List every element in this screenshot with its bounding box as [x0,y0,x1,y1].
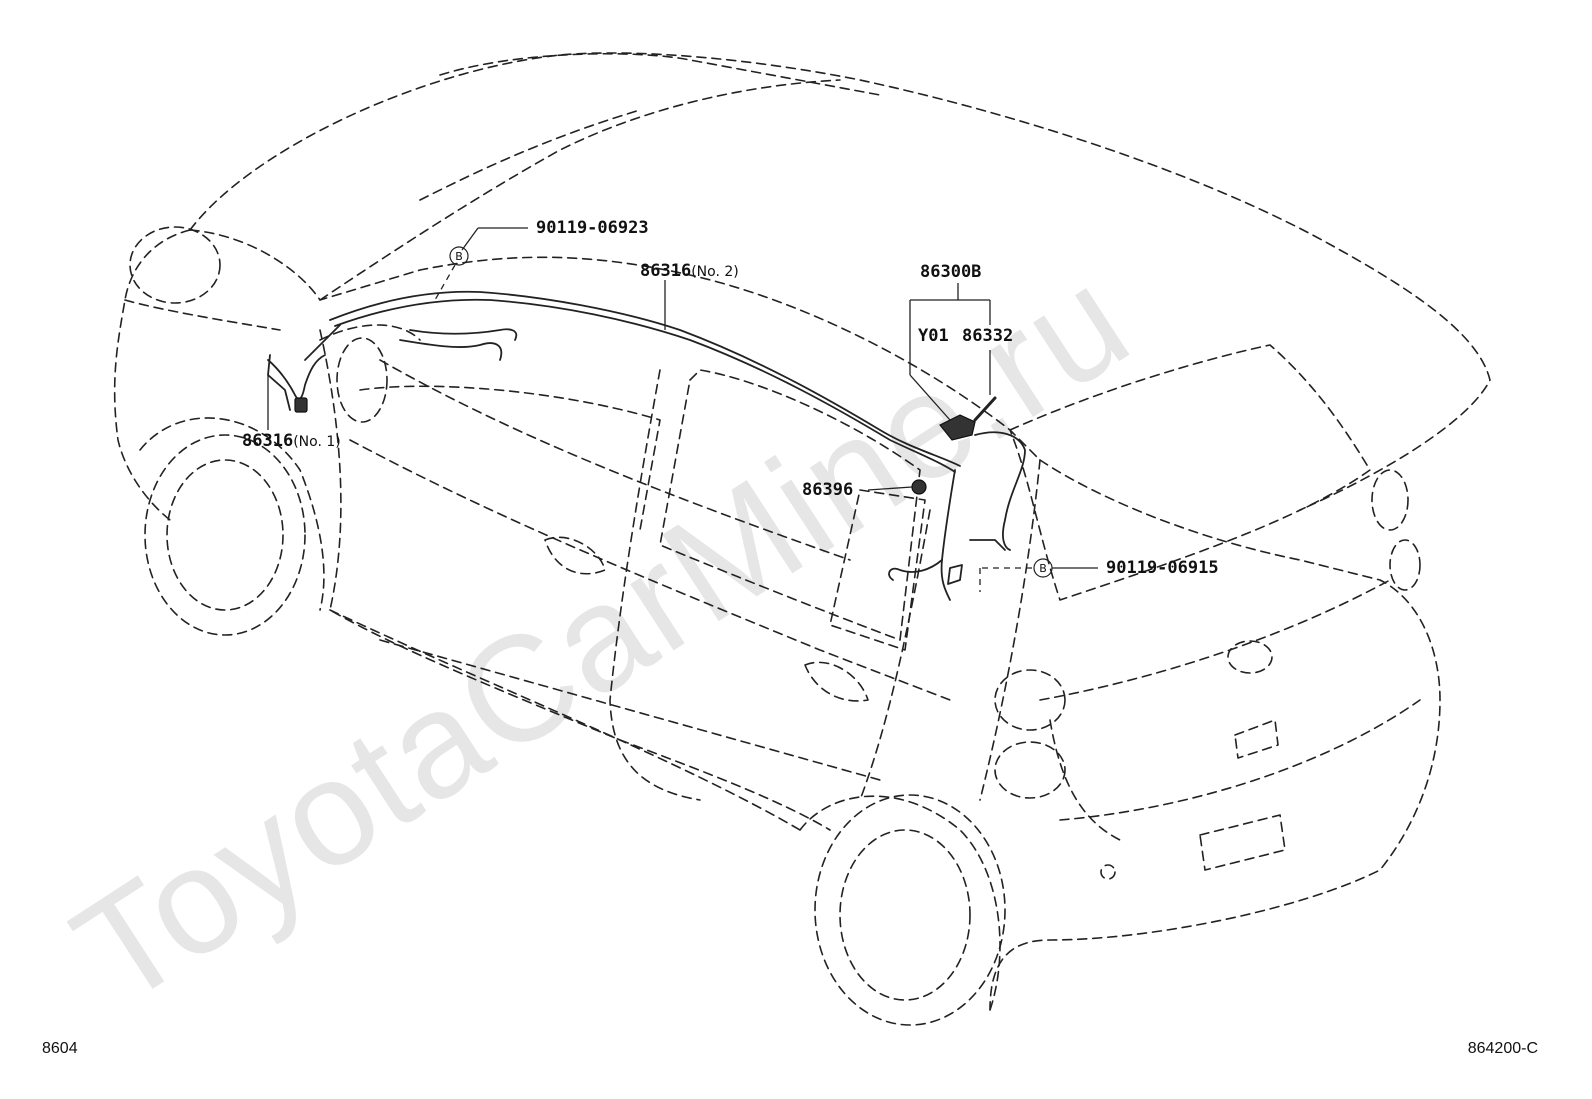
part-label-grommet-86396: 86396 [802,480,853,500]
part-label-harness-no1: 86316(No. 1) [242,431,341,451]
callout-leaders [267,227,1098,592]
svg-text:B: B [455,250,463,263]
footer-group-code: 8604 [42,1040,78,1057]
svg-text:B: B [1039,562,1047,575]
footer-illustration-code: 864200-C [1467,1040,1538,1057]
part-label-y01: Y01 [918,326,949,346]
vehicle-outline [113,52,1491,1026]
part-label-bolt-90119-06915: 90119-06915 [1106,558,1219,578]
part-label-bolt-90119-06923: 90119-06923 [536,218,649,238]
part-label-harness-no2: 86316(No. 2) [640,261,739,281]
antenna-cord-harness [267,290,1026,601]
part-label-antenna-assy-86300b: 86300B [920,262,981,282]
part-label-antenna-pole-86332: 86332 [962,326,1013,346]
circled-b-marker-top: B [449,246,469,266]
circled-b-marker-right: B [1033,558,1053,578]
